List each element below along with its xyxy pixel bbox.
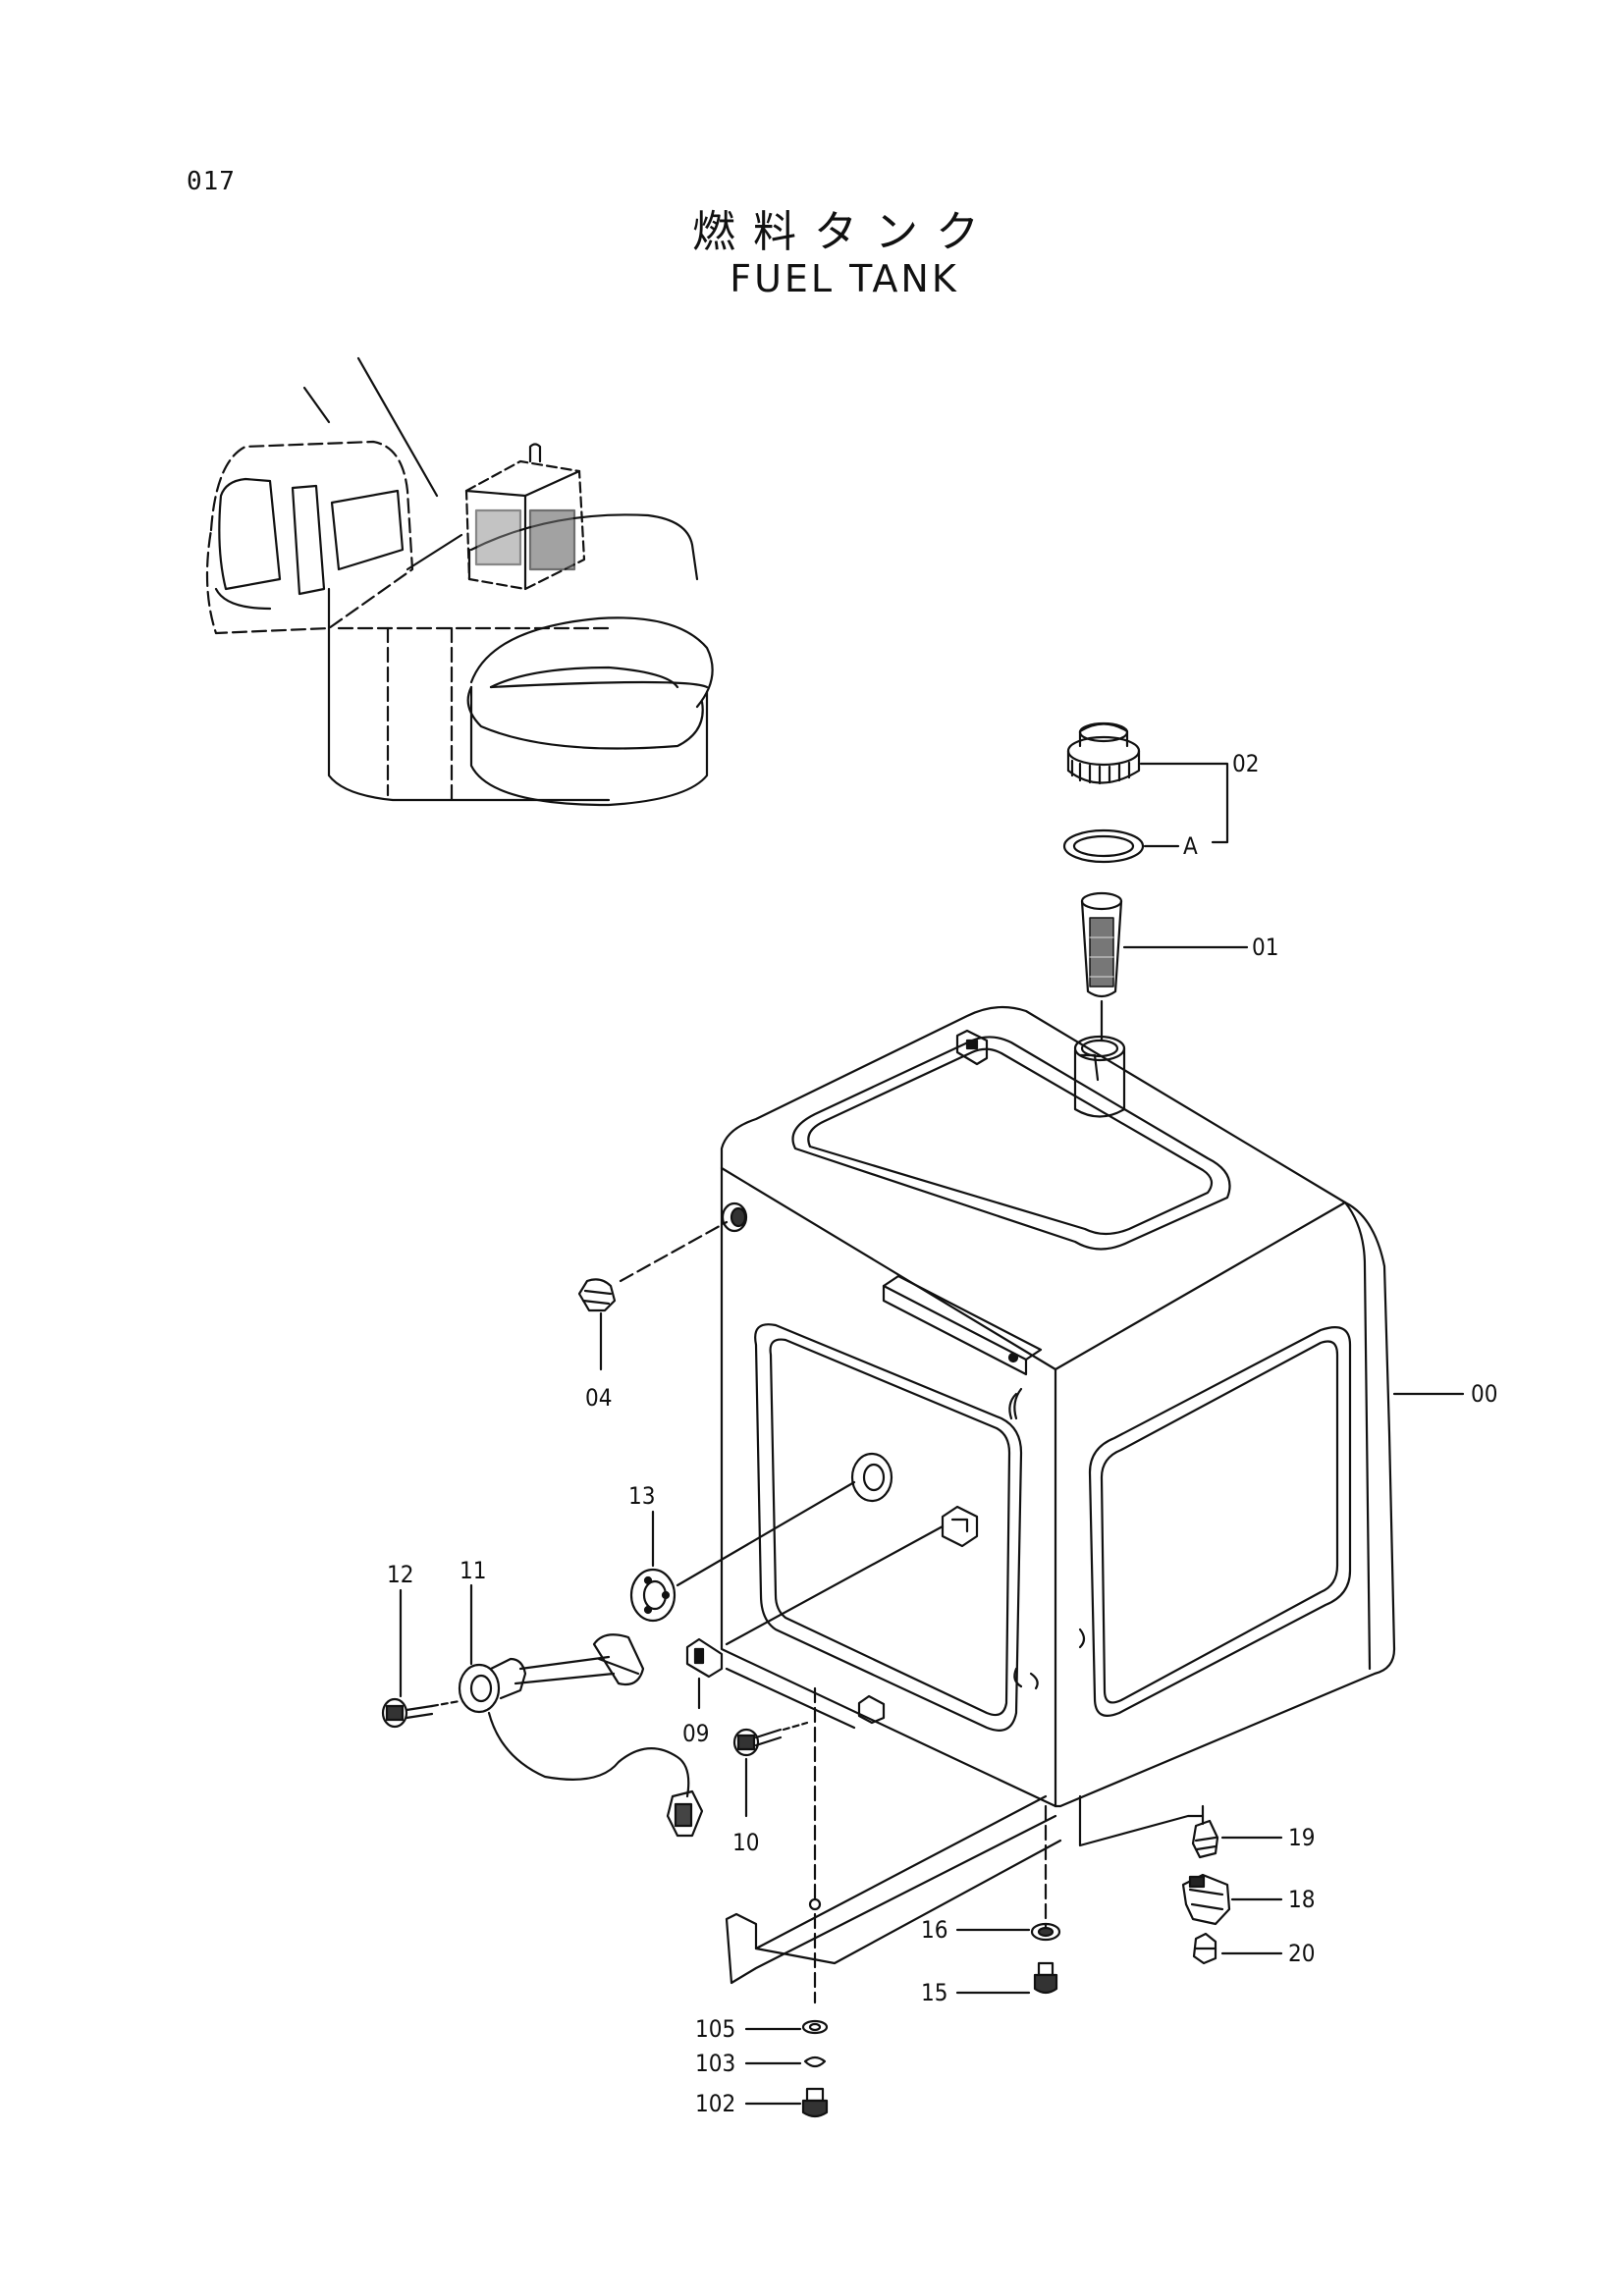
title-japanese: 燃料タンク <box>692 207 997 257</box>
drain-valve-part-18 <box>1181 1873 1283 1926</box>
callout-103: 103 <box>695 2050 735 2077</box>
title-english: FUEL TANK <box>730 257 959 300</box>
callout-01: 01 <box>1252 934 1278 961</box>
washer-part-16 <box>955 1922 1061 1942</box>
plug-part-04 <box>577 1220 729 1371</box>
bolt-part-12 <box>381 1588 461 1729</box>
filler-cap-part-02 <box>1066 721 1229 844</box>
filler-neck <box>1073 1035 1126 1118</box>
callout-04: 04 <box>585 1384 612 1412</box>
callout-19: 19 <box>1288 1824 1315 1851</box>
gasket-part-A <box>1062 828 1180 864</box>
drain-plug-part-20 <box>1192 1932 1283 1965</box>
drain-fitting-part-19 <box>1191 1804 1283 1859</box>
gasket-part-13 <box>629 1480 856 1623</box>
callout-00: 00 <box>1471 1380 1497 1408</box>
callout-10: 10 <box>732 1829 759 1856</box>
callout-16: 16 <box>921 1916 947 1944</box>
strainer-part-01 <box>1080 891 1249 1042</box>
callout-02: 02 <box>1232 750 1259 777</box>
fuel-sensor-part-11 <box>458 1583 704 1838</box>
washer-part-103 <box>744 2056 827 2068</box>
callout-A: A <box>1183 832 1198 860</box>
callout-20: 20 <box>1288 1940 1315 1967</box>
bolt-part-10 <box>732 1721 809 1818</box>
clip-part-09 <box>685 1524 945 1730</box>
callout-13: 13 <box>628 1482 655 1510</box>
excavator-locator-illustration <box>205 356 714 807</box>
fuel-tank-body <box>720 1005 1396 1808</box>
bolt-part-102 <box>744 2087 829 2118</box>
callout-11: 11 <box>460 1557 486 1584</box>
callout-102: 102 <box>695 2090 735 2117</box>
support-bracket <box>725 1686 1062 2004</box>
callout-09: 09 <box>682 1720 709 1747</box>
callout-15: 15 <box>921 1979 947 2006</box>
callout-105: 105 <box>695 2015 735 2043</box>
page-number: 017 <box>187 167 236 196</box>
callout-12: 12 <box>387 1561 413 1588</box>
washer-part-105 <box>744 2019 829 2035</box>
drain-assembly <box>1044 1794 1205 1931</box>
bolt-part-15 <box>955 1961 1058 1995</box>
callout-18: 18 <box>1288 1886 1315 1913</box>
